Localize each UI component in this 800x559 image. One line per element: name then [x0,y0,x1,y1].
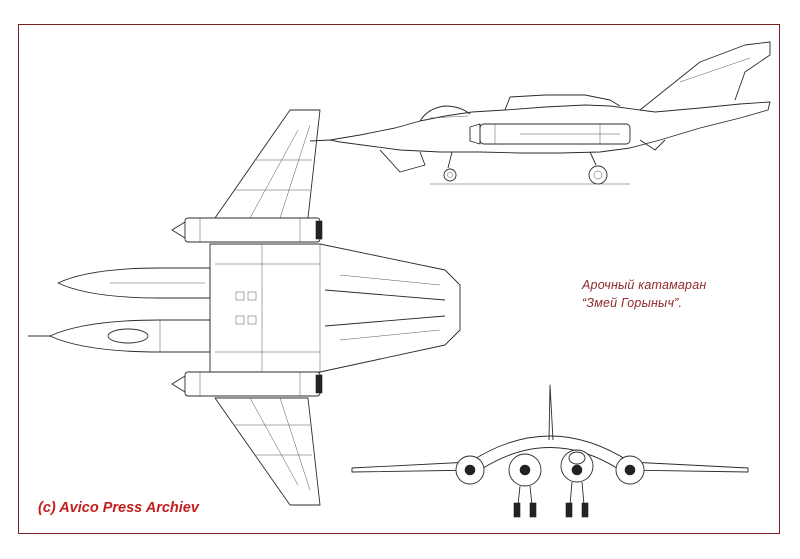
copyright-text: (c) Avico Press Archiev [38,500,199,516]
sheet-border [18,24,780,534]
caption-line-1: Арочный катамаран [582,278,707,292]
caption-line-2: “Змей Горыныч”. [582,296,683,310]
front-view [351,384,749,518]
top-view [28,109,461,506]
side-view [309,41,771,185]
